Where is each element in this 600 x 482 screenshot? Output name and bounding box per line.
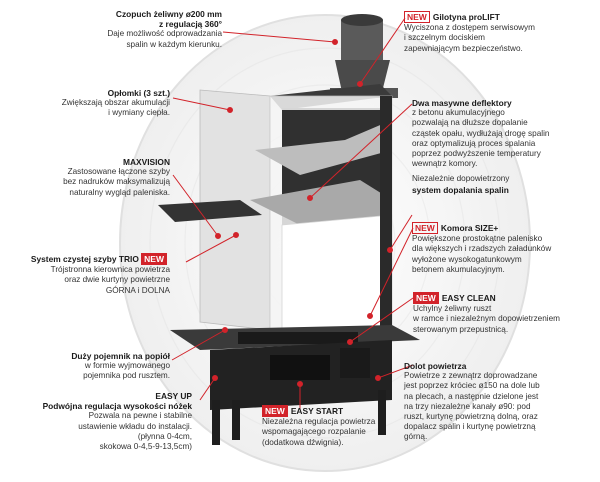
leg-left xyxy=(212,400,220,445)
baffles-desc-2: i wymiany ciepła. xyxy=(108,108,170,118)
chimney-elbow xyxy=(335,60,390,92)
easyup-desc-1: Pozwala na pewne i stabilne xyxy=(88,411,192,421)
ashpan-desc-1: w formie wyjmowanego xyxy=(84,361,170,371)
front-frame-strip xyxy=(380,96,392,356)
new-badge-easyclean: NEW xyxy=(413,292,439,304)
callout-deflectors: Dwa masywne deflektory z betonu akumulac… xyxy=(412,98,598,195)
deflectors-desc-2: pozwalają na dłuższe dopalanie xyxy=(412,118,528,128)
chimney-desc-2: spalin w każdym kierunku. xyxy=(126,39,222,49)
easyup-desc-2: ustawienie wkładu do instalacji. xyxy=(78,421,192,431)
maxvision-desc-1: Zastosowane łączone szyby xyxy=(67,167,170,177)
new-badge-chamber: NEW xyxy=(412,222,438,234)
easystart-desc-3: (dodatkowa dźwignia). xyxy=(262,437,344,447)
chamber-desc-4: betonem akumulacyjnym. xyxy=(412,264,505,274)
baffles-desc-1: Zwiększają obszar akumulacji xyxy=(61,98,170,108)
baffles-title: Opłomki (3 szt.) xyxy=(107,88,170,98)
easyup-desc-3: (płynna 0-4cm, xyxy=(137,431,192,441)
ashpan-desc-2: pojemnika pod rusztem. xyxy=(83,371,170,381)
trio-title: System czystej szyby TRIO xyxy=(30,254,139,264)
chimney-title-1: Czopuch żeliwny ø200 mm xyxy=(115,9,222,19)
easystart-title: EASY START xyxy=(290,406,344,416)
callout-air: Dolot powietrza Powietrze z zewnątrz dop… xyxy=(404,361,598,443)
deflectors-extra-2: system dopalania spalin xyxy=(412,184,509,195)
trio-desc-2: oraz dwie kurtyny powietrzne xyxy=(64,275,170,285)
air-desc-6: dopalacz spalin i kurtynę powietrzną xyxy=(404,422,536,432)
chamber-desc-2: dla większych i rzadszych załadunków xyxy=(412,244,552,254)
air-desc-5: ruszt, kurtynę powietrzną dolną, oraz xyxy=(404,412,538,422)
chimney-desc-1: Daje możliwość odprowadzania xyxy=(107,29,222,39)
deflectors-desc-4: oraz optymalizują proces spalania xyxy=(412,138,536,148)
ashpan-title: Duży pojemnik na popiół xyxy=(71,351,170,361)
new-badge-trio: NEW xyxy=(141,253,167,265)
deflectors-extra-1: Niezależnie dopowietrzony xyxy=(412,174,510,184)
chamber-desc-1: Powiększone prostokątne palenisko xyxy=(412,234,543,244)
deflectors-title: Dwa masywne deflektory xyxy=(412,98,512,108)
new-badge-easystart: NEW xyxy=(262,405,288,417)
callout-chimney: Czopuch żeliwny ø200 mm z regulacją 360°… xyxy=(2,9,222,50)
deflectors-desc-1: z betonu akumulacyjnego xyxy=(412,108,505,118)
chamber-desc-3: wyłożone wysokogatunkowym xyxy=(412,254,522,264)
leg-front xyxy=(232,400,240,440)
air-desc-4: na trzy niezależne kanały ø90: pod xyxy=(404,401,531,411)
easyclean-title: EASY CLEAN xyxy=(441,293,496,303)
air-damper xyxy=(340,348,370,378)
callout-ashpan: Duży pojemnik na popiół w formie wyjmowa… xyxy=(0,351,170,382)
air-desc-2: jest poprzez króciec ø150 na dole lub xyxy=(404,381,540,391)
chamber-title: Komora SIZE+ xyxy=(440,223,499,233)
maxvision-desc-3: naturalny wygląd paleniska. xyxy=(69,187,170,197)
air-desc-3: na plecach, a następnie dzielone jest xyxy=(404,391,539,401)
top-shelf xyxy=(158,200,262,222)
easyup-title-2: Podwójna regulacja wysokości nóżek xyxy=(42,401,192,412)
grate xyxy=(238,332,358,344)
air-desc-1: Powietrze z zewnątrz doprowadzane xyxy=(404,371,538,381)
callout-trio: System czystej szyby TRIO NEW Trójstronn… xyxy=(0,253,170,296)
guillotine-desc-1: Wyciszona z dostępem serwisowym xyxy=(404,23,535,33)
trio-desc-3: GÓRNA i DOLNA xyxy=(105,285,170,295)
maxvision-title: MAXVISION xyxy=(123,157,170,167)
callout-easyup: EASY UP Podwójna regulacja wysokości nóż… xyxy=(0,391,192,452)
easystart-desc-1: Niezależna regulacja powietrza xyxy=(262,417,376,427)
ash-pan xyxy=(270,355,330,380)
easyclean-desc-2: w ramce i niezależnym dopowietrzeniem xyxy=(413,314,560,324)
callout-baffles: Opłomki (3 szt.) Zwiększają obszar akumu… xyxy=(0,88,170,119)
leg-right xyxy=(378,390,386,435)
guillotine-desc-2: i szczelnym dociskiem xyxy=(404,33,485,43)
easyclean-desc-1: Uchylny żeliwny ruszt xyxy=(413,304,492,314)
guillotine-title: Gilotyna proLIFT xyxy=(432,12,500,22)
deflector-lower xyxy=(250,180,392,225)
chimney-pipe-top xyxy=(341,14,383,26)
deflectors-desc-3: cząstek opału, wydłużają drogę spalin xyxy=(412,128,550,138)
easyclean-desc-3: sterowanym przepustnicą. xyxy=(413,324,509,334)
deflectors-desc-5: poprzez podwyższenie temperatury xyxy=(412,149,541,159)
air-title: Dolot powietrza xyxy=(404,361,467,371)
deflectors-desc-6: wewnątrz komory. xyxy=(412,159,478,169)
maxvision-desc-2: bez nadruków maksymalizują xyxy=(63,177,170,187)
air-desc-7: górną. xyxy=(404,432,428,442)
deflector-upper xyxy=(255,120,392,175)
chimney-pipe xyxy=(341,20,383,62)
chamber-lining xyxy=(281,214,393,331)
easyup-desc-4: skokowa 0-4,5-9-13,5cm) xyxy=(99,442,192,452)
callout-maxvision: MAXVISION Zastosowane łączone szyby bez … xyxy=(0,157,170,198)
easyup-title-1: EASY UP xyxy=(155,391,192,401)
guillotine-desc-3: zapewniającym bezpieczeństwo. xyxy=(404,43,523,53)
trio-desc-1: Trójstronna kierownica powietrza xyxy=(50,265,170,275)
chimney-title-2: z regulacją 360° xyxy=(159,19,222,30)
new-badge-guillotine: NEW xyxy=(404,11,430,23)
easystart-desc-2: wspomagającego rozpalanie xyxy=(262,427,366,437)
